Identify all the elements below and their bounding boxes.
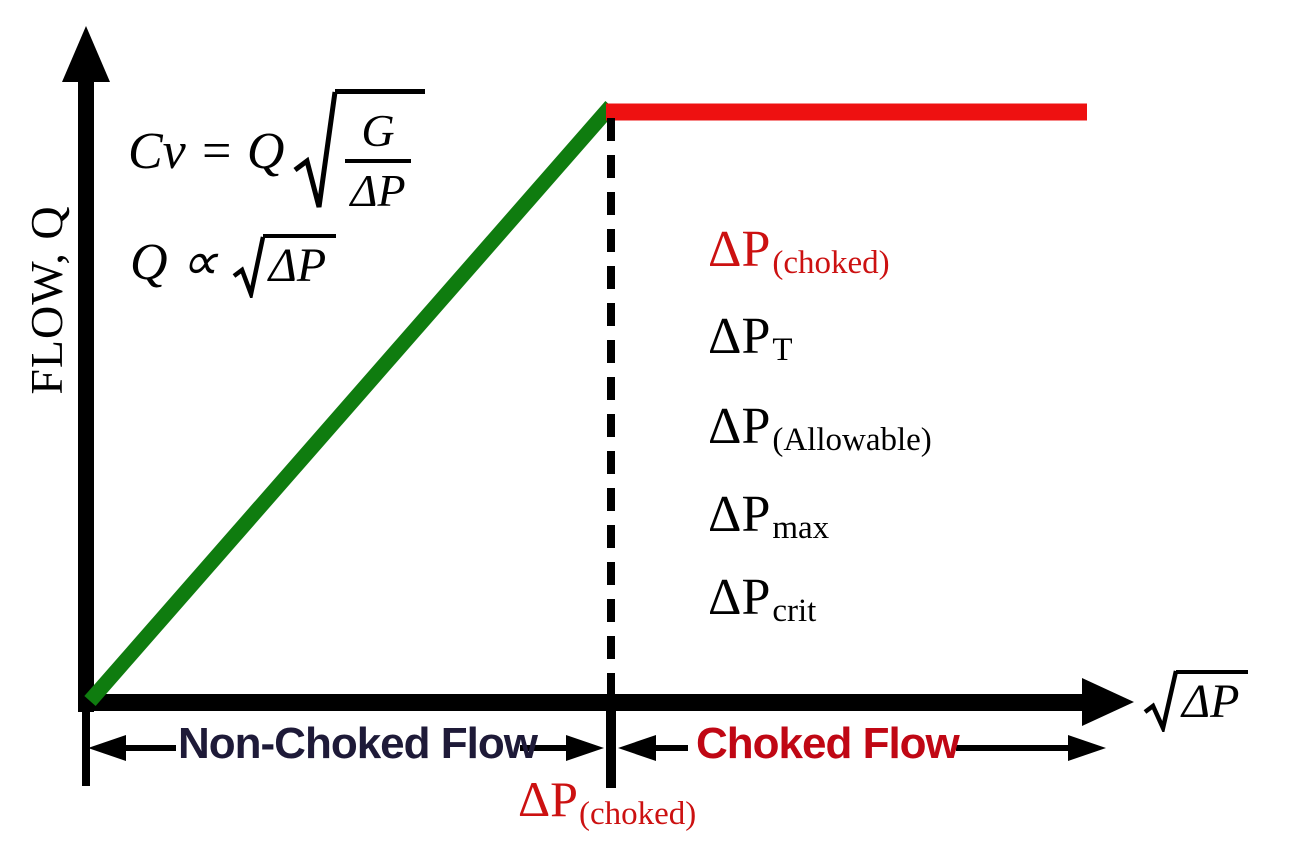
cv-equation-sqrt: G ΔP [292,88,425,218]
dp-main: ΔP [708,398,771,455]
dp-choked-label: ΔP(choked) [708,220,890,282]
dp-max-label: ΔPmax [708,485,830,547]
choked-left-arrowhead-icon [618,735,656,761]
radical-sign-icon [1143,670,1179,732]
g-over-dp-fraction: G ΔP [345,105,411,218]
x-axis-title-radicand: ΔP [1176,670,1248,729]
dp-subscript: crit [772,593,817,630]
cv-equation: Cv = Q G ΔP [128,88,425,218]
proportionality-equation: Q ∝ ΔP [130,230,337,298]
proportionality-lhs: Q ∝ [130,234,218,291]
proportionality-radicand: ΔP [262,234,337,293]
x-axis-title: ΔP [1143,668,1248,732]
y-axis-arrowhead-icon [62,26,110,82]
x-axis-arrowhead-icon [1082,678,1134,726]
breakpoint-dp-choked-label: ΔP(choked) [518,771,696,833]
radical-sign-icon [232,236,265,298]
dp-subscript: max [772,510,830,547]
non-choked-flow-line [84,101,617,706]
dp-allowable-label: ΔP(Allowable) [708,397,932,459]
y-axis-line [78,70,94,712]
cv-equation-lhs: Cv = Q [128,123,285,180]
x-axis-line [78,694,1086,711]
dp-main: ΔP [708,308,771,365]
dp-subscript: (choked) [578,796,697,833]
dp-main: ΔP [708,486,771,543]
radical-sign-icon [293,91,338,208]
dp-subscript: (Allowable) [772,422,932,459]
fraction-denominator: ΔP [350,165,406,217]
dp-subscript: T [772,332,793,369]
choked-flow-region-label: Choked Flow [696,719,960,768]
fraction-numerator: G [345,105,411,164]
dp-main: ΔP [518,771,578,827]
dp-crit-label: ΔPcrit [708,568,817,630]
non-choked-flow-region-label: Non-Choked Flow [178,719,538,768]
non-choked-left-arrowhead-icon [88,735,126,761]
proportionality-sqrt: ΔP [232,234,337,298]
cv-equation-radicand: G ΔP [335,89,425,218]
dp-t-label: ΔPT [708,307,793,369]
dp-subscript: (choked) [772,245,890,282]
y-axis-title: FLOW, Q [21,205,72,395]
choked-right-arrowhead-icon [1068,735,1106,761]
non-choked-right-arrowhead-icon [566,735,604,761]
dp-main: ΔP [708,221,771,278]
dp-main: ΔP [708,569,771,626]
